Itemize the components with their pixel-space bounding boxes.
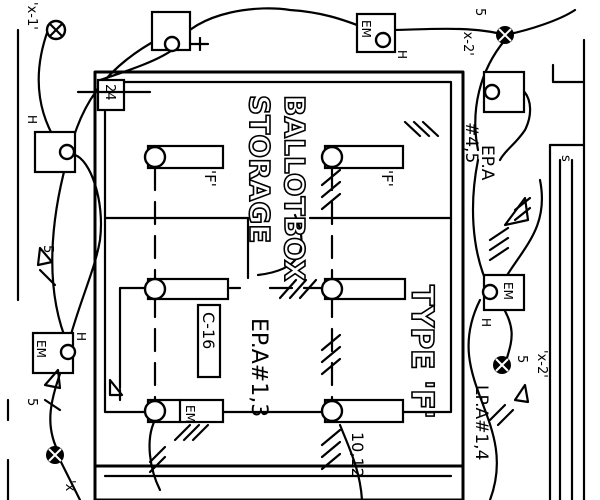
em-label-fixture: EM [183,405,197,423]
hash-right-lower [320,333,342,376]
wall-box-left-h [33,130,77,174]
hash-top-right [403,120,440,138]
wire-bottom-right [338,423,364,500]
circuit-c16-box [196,303,222,379]
wire-right-down [467,298,498,500]
wall-box-right-h [482,70,526,114]
wall-box-24 [76,78,152,112]
hash-storage-upper [320,168,342,211]
panel-lp-a-14: LP.A#1,4 [471,385,491,460]
fixture-top-right [320,144,405,170]
exit-x2-right: 'x-2' [534,350,549,378]
wire-right-em-out [496,178,543,292]
switch-arrows [36,196,530,404]
fixture-top-left [143,144,225,170]
panel-ep-a-13: EP.A#1,3 [246,318,271,417]
panel-ep-a-label: EP.A [477,145,497,181]
wire-x2-out [503,8,577,37]
fixture-bottom-right [320,398,405,424]
switch-arrow-bottom [108,378,124,397]
count-5-left-bottom: 5 [24,398,39,406]
room-name-line2: STORAGE [243,95,276,243]
fixture-type-f-2: 'F' [378,170,396,187]
circuit-run-left-loop [118,286,150,390]
switch-s: s [558,155,573,162]
wall-box-right-em [481,273,526,312]
exit-x-bottom: 'x [62,480,77,492]
fixture-mid-right [320,277,407,301]
switch-arrow-right-upper [503,196,530,227]
inner-wall [103,80,453,414]
wall-box-left-em [31,331,77,375]
h-label-left: H [25,115,39,124]
em-label-left: EM [34,340,48,358]
wire-bottom-left [148,418,162,492]
box-24-label: 24 [102,84,117,101]
outer-wall [93,70,465,500]
hash-left-bottom [148,423,210,474]
hash-right-bottom [320,428,342,471]
emergency-light-top-left [45,19,67,41]
room-name-line1: BALLOTBOX [278,95,311,282]
wire-bottom-exit [58,458,82,500]
hash-right-lower-side [488,403,515,427]
wire-x2-down [474,38,507,152]
wire-storage-to-box [256,213,303,277]
switch-arrow-left-upper [36,246,54,267]
conductor-hash-marks [38,120,532,474]
exit-x1: 'x-1' [24,2,39,30]
em-label-top: EM [359,20,373,38]
h-label-right-em: H [479,318,493,327]
wall-box-top-center [150,10,210,53]
exit-x2-top: 'x-2' [460,28,475,56]
h-label-top: H [395,50,409,59]
fixture-mid-left [143,277,230,301]
em-label-right: EM [501,282,515,300]
count-5-right: 5 [514,355,529,363]
emergency-light-bottom-left [46,446,64,464]
corridor-corner [551,63,586,84]
panel-ep-a-circuits: #4,5 [461,122,481,163]
circuit-10-12: 10,12 [348,432,367,478]
wire-left-em-to-h [66,153,103,347]
emergency-light-right-mid [493,356,511,374]
count-5-left: 5 [40,245,55,253]
wall-box-top-em [355,12,397,54]
count-5-top: 5 [472,8,487,16]
fixture-bottom-left-em [143,398,225,424]
switch-arrow-right [513,383,530,404]
wire-top-run [173,7,372,47]
fixture-type-f-1: 'F' [201,170,219,187]
h-label-left-em: H [74,332,88,341]
circuit-c16: C-16 [199,312,218,349]
wire-top-to-x2 [388,27,507,37]
emergency-light-top-right [496,26,514,44]
text-labels: BALLOTBOX STORAGE TYPE 'F' EP.A#1,3 EP.A… [24,2,573,492]
switch-arrow-left [43,368,62,390]
hash-left-side [38,268,62,412]
hash-mid [278,278,318,300]
fixture-type-label: TYPE 'F' [404,285,439,419]
